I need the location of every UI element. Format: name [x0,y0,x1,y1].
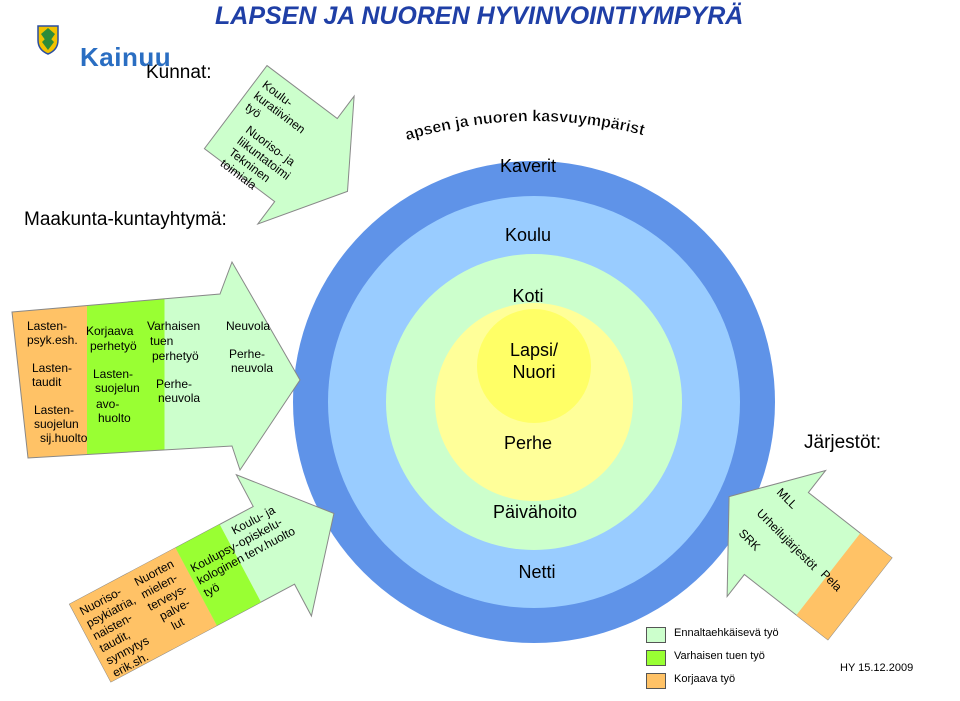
page-title: LAPSEN JA NUOREN HYVINVOINTIYMPYRÄ [215,2,744,30]
legend-label: Ennaltaehkäisevä työ [674,627,779,639]
legend-swatch [646,650,666,666]
left-col3-1: tuen [150,334,173,348]
center-circle [477,309,591,423]
footer-date: HY 15.12.2009 [840,662,914,674]
left-col2-3: suojelun [95,381,140,395]
left-col4-0: Neuvola [226,319,270,333]
left-col2-2: Lasten- [93,367,133,381]
left-col1-1: psyk.esh. [27,333,78,347]
left-col1-3: taudit [32,375,62,389]
maakunta-label: Maakunta-kuntayhtymä: [24,209,227,230]
center-label-line1: Lapsi/ [510,340,558,360]
left-col3-3: Perhe- [156,377,192,391]
jarjestot-label: Järjestöt: [804,432,882,453]
lower-arrow: Nuoriso- psykiatria, naisten- taudit, sy… [68,473,335,683]
lower-col3-2: työ [201,580,222,600]
left-col4-1: Perhe- [229,347,265,361]
kaverit-label: Kaverit [500,156,556,176]
kainuu-crest-icon [37,25,59,55]
netti-label: Netti [518,562,555,582]
left-col1-6: sij.huolto [40,431,88,445]
left-col1-2: Lasten- [32,361,72,375]
left-col1-4: Lasten- [34,403,74,417]
left-col3-0: Varhaisen [147,319,200,333]
legend-label: Varhaisen tuen työ [674,650,765,662]
kunnat-label: Kunnat: [146,62,212,83]
left-col1-5: suojelun [34,417,79,431]
legend-swatch [646,673,666,689]
kunnat-arrow: Koulu- kuratiivinen työ Nuoriso- ja liik… [203,64,355,225]
legend-swatch [646,627,666,643]
left-col2-0: Korjaava [86,324,134,338]
left-arrow: Lasten- psyk.esh. Lasten- taudit Lasten-… [11,260,301,472]
koulu-label: Koulu [505,225,551,245]
left-col4-2: neuvola [231,361,273,375]
left-col2-4: avo- [96,397,119,411]
perhe-label: Perhe [504,433,552,453]
left-col2-1: perhetyö [90,339,137,353]
koti-label: Koti [512,286,543,306]
legend-label: Korjaava työ [674,673,736,685]
center-label-line2: Nuori [512,362,555,382]
left-col3-2: perhetyö [152,349,199,363]
left-col1-0: Lasten- [27,319,67,333]
left-col3-4: neuvola [158,391,200,405]
jarjestot-arrow [726,469,893,641]
kainuu-logo: Kainuu [36,22,171,72]
left-col2-5: huolto [98,411,131,425]
logo-text: Kainuu [80,42,172,72]
paivahoito-label: Päivähoito [493,502,577,522]
